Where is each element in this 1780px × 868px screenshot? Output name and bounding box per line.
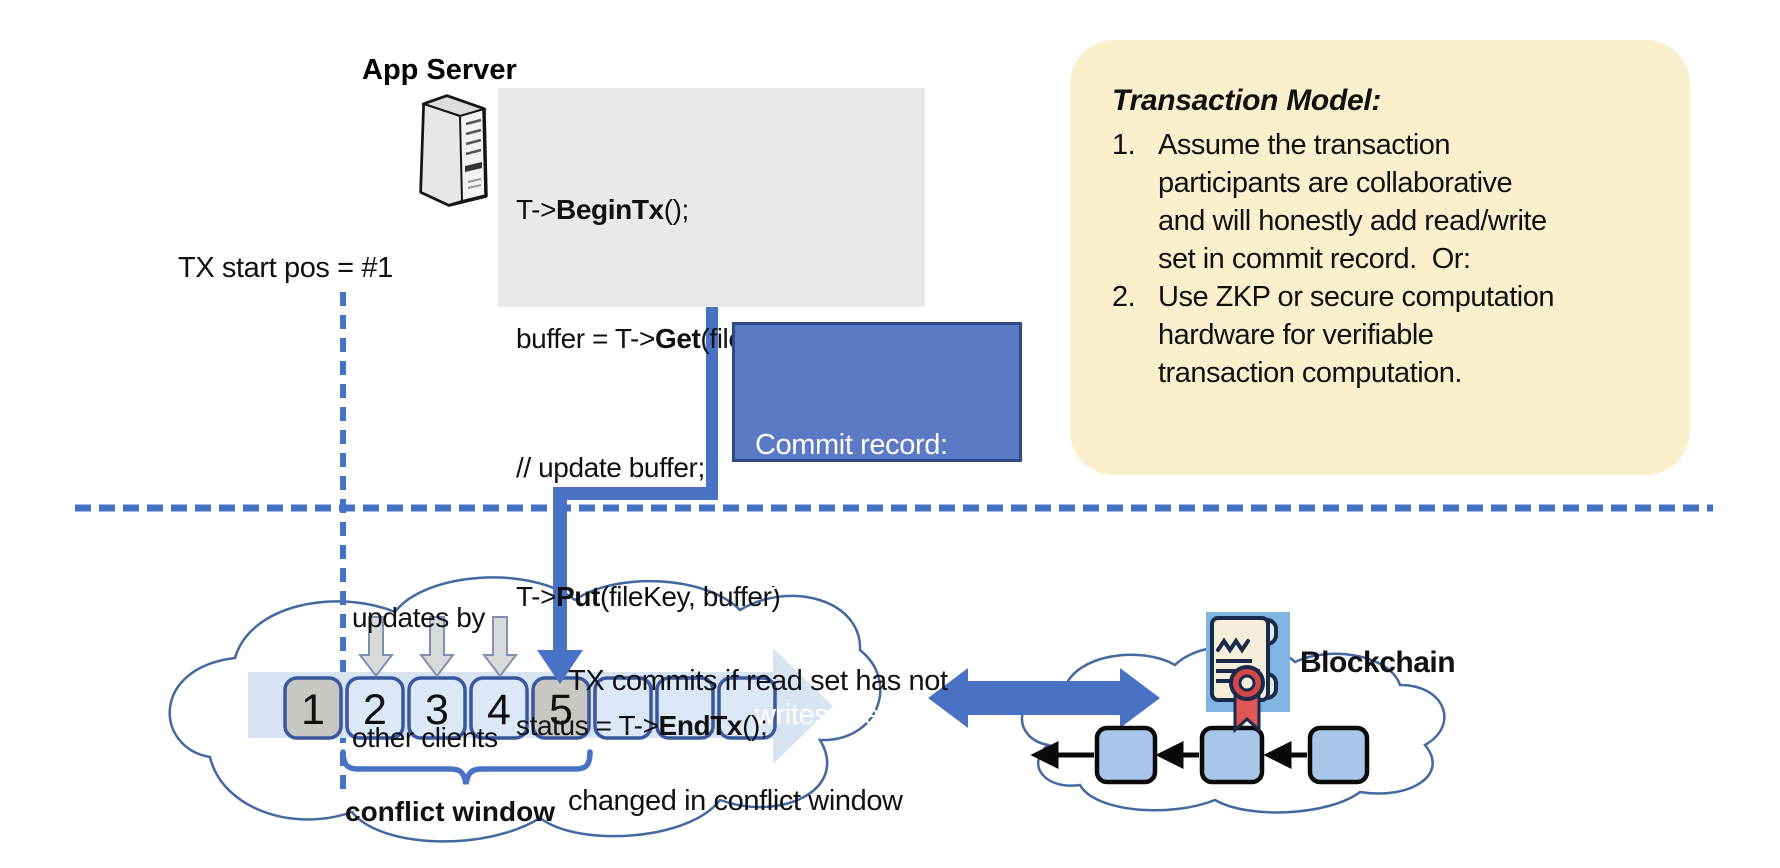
commit-elbow-arrow bbox=[537, 307, 718, 684]
transaction-model-note: Transaction Model: 1. Assume the transac… bbox=[1070, 40, 1690, 475]
tx-commits-label: TX commits if read set has not changed i… bbox=[568, 665, 948, 817]
block-number: 2 bbox=[363, 686, 387, 734]
timeline-blocks bbox=[283, 676, 777, 740]
transaction-code-snippet: T->BeginTx(); buffer = T->Get(fileKey); … bbox=[498, 88, 925, 741]
app-server-title: App Server bbox=[362, 54, 517, 86]
list-item-number: 1. bbox=[1112, 129, 1136, 161]
update-arrow-icon bbox=[481, 616, 519, 678]
timeline-block-numbers: 1 2 3 4 5 bbox=[301, 686, 573, 734]
commit-record-line: writes: fileKey bbox=[755, 699, 928, 731]
commit-record-callout: Commit record: reads: fileKey writes: fi… bbox=[732, 322, 1022, 731]
commit-record-line: reads: fileKey bbox=[755, 564, 926, 596]
chain-link-arrows bbox=[1030, 740, 1307, 770]
commit-record-line: Commit record: bbox=[755, 429, 948, 461]
timeline-block bbox=[717, 676, 777, 740]
conflict-window-brace bbox=[340, 749, 593, 785]
timeline-block bbox=[345, 676, 405, 740]
chain-block bbox=[1307, 725, 1370, 785]
update-arrow-icon bbox=[418, 616, 456, 678]
sync-double-arrow bbox=[928, 668, 1160, 728]
updates-by-other-clients-label: updates by other clients bbox=[352, 602, 498, 753]
chain-blocks bbox=[1094, 725, 1370, 785]
chain-block bbox=[1199, 725, 1265, 785]
timeline-block bbox=[593, 676, 653, 740]
code-line: T->Put(fileKey, buffer) bbox=[516, 581, 781, 612]
block-number: 5 bbox=[549, 686, 573, 734]
blockchain-label: Blockchain bbox=[1300, 646, 1456, 679]
conflict-window-label: conflict window bbox=[345, 796, 555, 827]
tx-start-pos-label: TX start pos = #1 bbox=[178, 252, 393, 284]
update-arrow-icon bbox=[357, 616, 395, 678]
list-item-number: 2. bbox=[1112, 281, 1136, 313]
transaction-model-title: Transaction Model: bbox=[1112, 84, 1382, 117]
block-number: 1 bbox=[301, 686, 325, 734]
server-tower-icon bbox=[419, 94, 488, 207]
block-number: 3 bbox=[425, 686, 449, 734]
update-arrows bbox=[357, 616, 519, 678]
block-number: 4 bbox=[487, 686, 511, 734]
list-item-text: Assume the transaction participants are … bbox=[1158, 129, 1547, 275]
model-list-item: 2. Use ZKP or secure computation hardwar… bbox=[1112, 278, 1660, 392]
list-item-text: Use ZKP or secure computation hardware f… bbox=[1158, 281, 1555, 389]
code-line: // update buffer; bbox=[516, 452, 705, 483]
timeline-block bbox=[407, 676, 467, 740]
code-line: T->BeginTx(); bbox=[516, 194, 689, 225]
model-list-item: 1. Assume the transaction participants a… bbox=[1112, 126, 1660, 278]
code-line: status = T->EndTx(); bbox=[516, 710, 768, 741]
timeline-block bbox=[469, 676, 529, 740]
timeline-block bbox=[283, 676, 343, 740]
timeline-block bbox=[655, 676, 715, 740]
chain-block bbox=[1094, 725, 1158, 785]
certificate-scroll-icon bbox=[1206, 612, 1290, 734]
